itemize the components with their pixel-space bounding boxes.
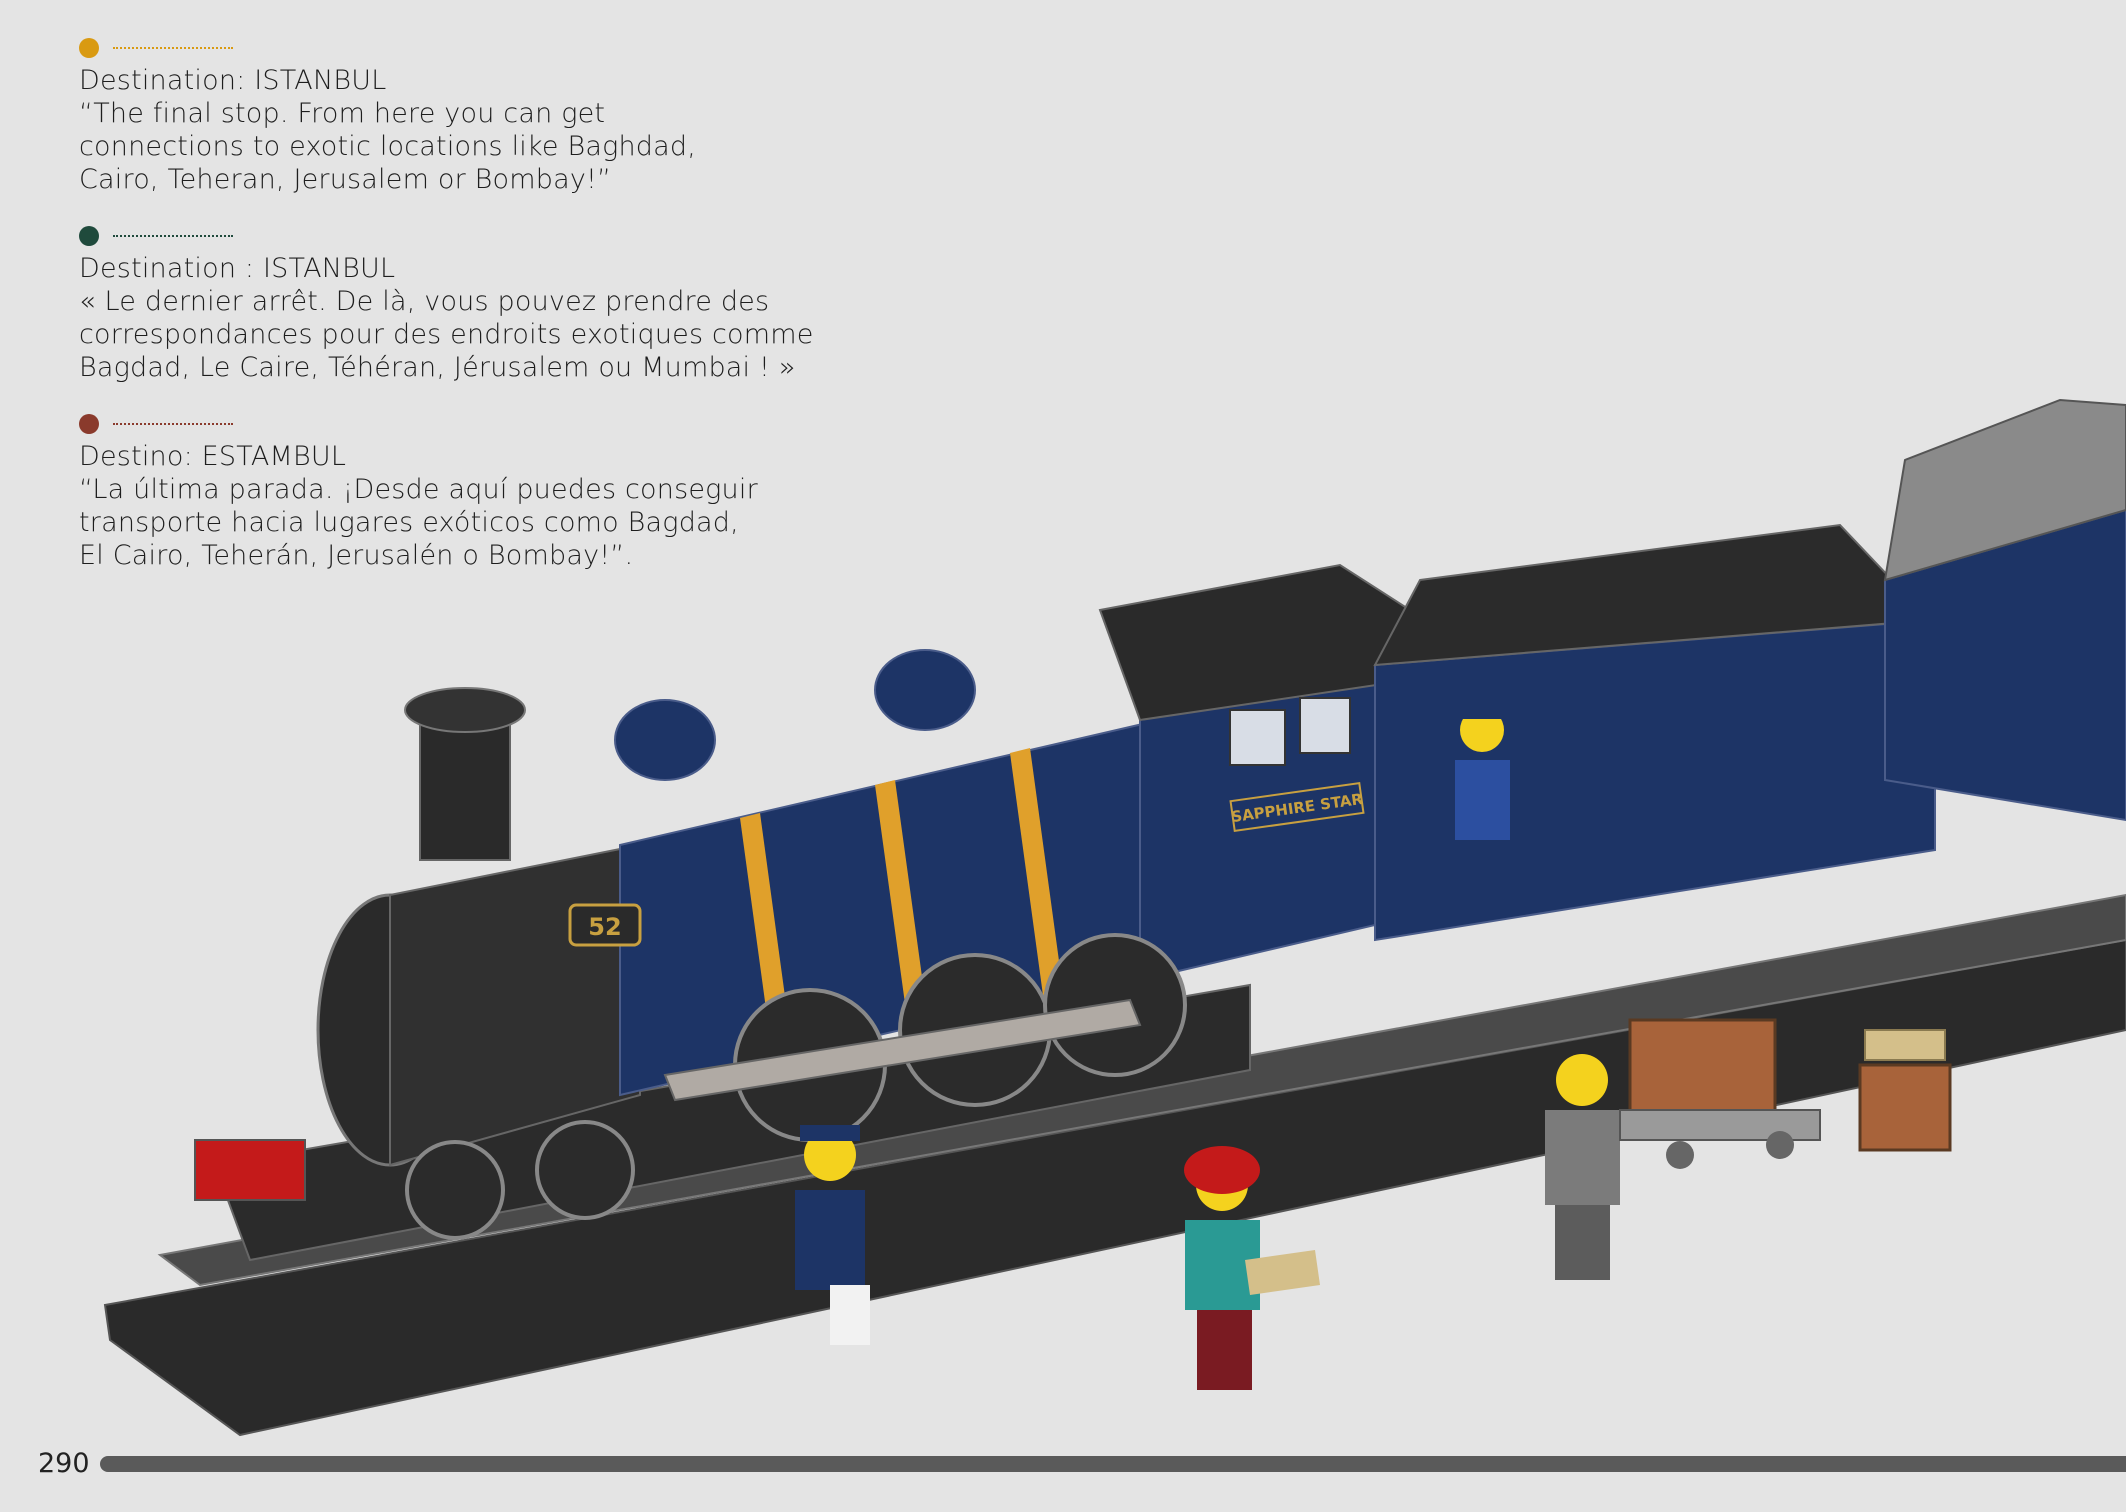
page-number: 290 [38, 1448, 90, 1479]
spanish-marker-dot-icon [79, 414, 99, 434]
luggage-cart [1619, 1018, 1821, 1169]
block-text: « Le dernier arrêt. De là, vous pouvez p… [79, 286, 814, 383]
cab-window [1229, 709, 1286, 766]
chimney-top [404, 687, 526, 733]
lang-block-en: Destination: ISTANBUL “The final stop. F… [79, 36, 839, 196]
block-heading: Destination: ISTANBUL [79, 65, 387, 96]
minifig-conductor [795, 1125, 870, 1345]
block-heading: Destination : ISTANBUL [79, 253, 396, 284]
wheel [535, 1120, 635, 1220]
minifig-driver [1455, 705, 1510, 840]
number-plate-frame [568, 903, 642, 947]
page-footer: 290 [0, 1446, 2126, 1482]
buffer-beam [194, 1139, 306, 1201]
block-text: “The final stop. From here you can get c… [79, 98, 697, 195]
lang-block-fr: Destination : ISTANBUL « Le dernier arrê… [79, 224, 839, 384]
marker-row [79, 412, 839, 436]
carriage-roof [1883, 398, 2126, 582]
dome [614, 699, 716, 781]
number-plate: 52 [588, 913, 621, 941]
dome [874, 649, 976, 731]
cab-sign-frame [1229, 781, 1365, 833]
french-marker-dot-icon [79, 226, 99, 246]
marker-row [79, 36, 839, 60]
block-text: “La última parada. ¡Desde aquí puedes co… [79, 474, 758, 571]
marker-row [79, 224, 839, 248]
dotted-line [113, 423, 233, 425]
dotted-line [113, 235, 233, 237]
chimney [419, 709, 511, 861]
suitcase [1858, 1029, 1952, 1152]
train-illustration: 52 SAPPHIRE STAR [103, 398, 2126, 1437]
boiler-stripe [1010, 748, 1065, 1010]
text-blocks: Destination: ISTANBUL “The final stop. F… [79, 36, 839, 600]
cab-window [1299, 697, 1351, 754]
lang-block-es: Destino: ESTAMBUL “La última parada. ¡De… [79, 412, 839, 572]
footer-bar [100, 1456, 2126, 1472]
dotted-line [113, 47, 233, 49]
minifig-professor [1545, 1054, 1620, 1280]
english-marker-dot-icon [79, 38, 99, 58]
minifig-girl [1184, 1146, 1320, 1390]
coupling-rod [663, 998, 1142, 1102]
block-heading: Destino: ESTAMBUL [79, 441, 347, 472]
wheel [405, 1140, 505, 1240]
boiler-stripe [875, 780, 930, 1040]
